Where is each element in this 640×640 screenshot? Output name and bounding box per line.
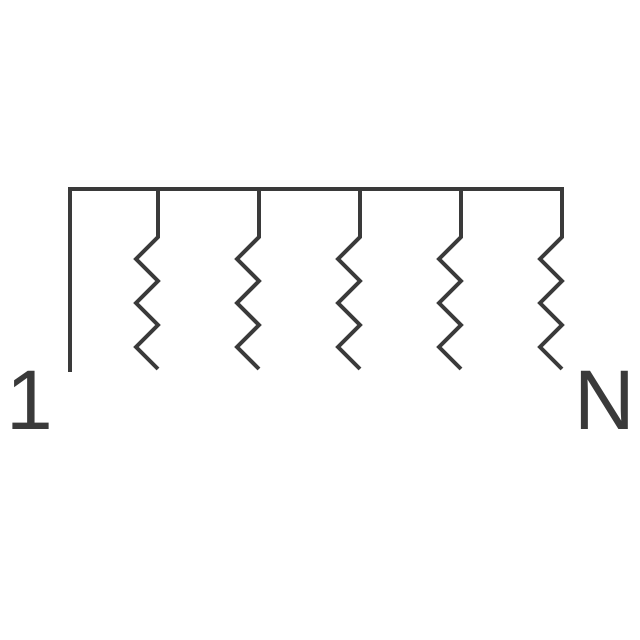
resistor-5: [537, 189, 565, 371]
resistor-4: [436, 189, 464, 371]
resistor-1: [133, 189, 161, 371]
resistor-3: [335, 189, 363, 371]
common-bus-wire: [68, 187, 564, 372]
pin-n-label: N: [574, 353, 635, 447]
resistor-2: [234, 189, 262, 371]
pin-1-label: 1: [6, 353, 53, 447]
